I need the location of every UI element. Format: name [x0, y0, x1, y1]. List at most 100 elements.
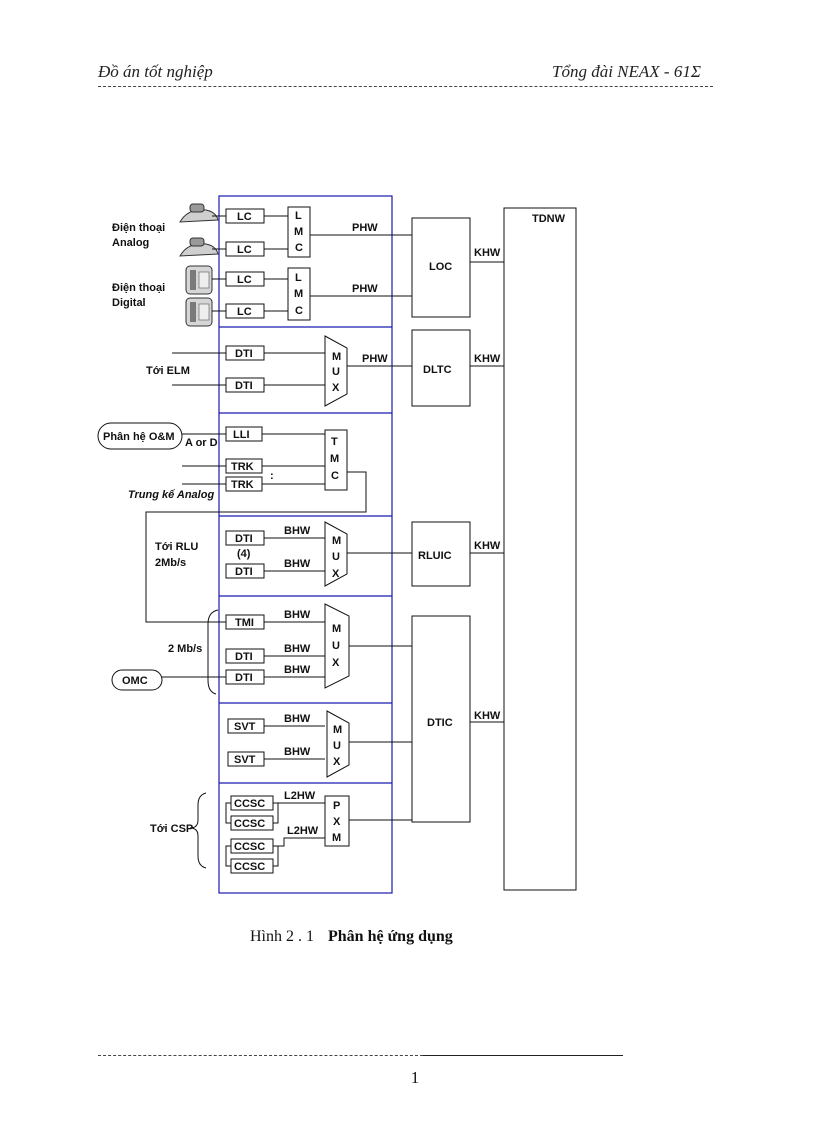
- om-subsystem-label: Phân hệ O&M: [103, 431, 175, 443]
- lc-label-1: LC: [237, 211, 252, 223]
- mux-elm-letter-2: U: [332, 366, 340, 378]
- pxm-letter-1: P: [333, 800, 340, 812]
- four-label: (4): [237, 548, 251, 560]
- bhw-label-svt-1: BHW: [284, 713, 311, 725]
- mux-dtic: [324, 603, 350, 689]
- dti-units-elm: [225, 345, 265, 393]
- mux-rlu-letter-2: U: [332, 551, 340, 563]
- lmc-blocks: [287, 206, 311, 321]
- dti-label-dtic-1: DTI: [235, 651, 253, 663]
- analog-trunk-label: Trung kế Analog: [128, 489, 214, 501]
- lli-trk-units: [225, 426, 263, 492]
- tmc-block: [324, 429, 348, 491]
- lc-label-4: LC: [237, 306, 252, 318]
- lc-units: [225, 208, 265, 319]
- brace-csp-top: [189, 792, 207, 829]
- figure-caption: Hình 2 . 1 Phân hệ ứng dụng: [250, 928, 453, 946]
- khw-label-dltc: KHW: [474, 353, 501, 365]
- trk-label-1: TRK: [231, 461, 254, 473]
- rluic-block: RLUIC: [411, 521, 471, 587]
- dti-label-elm-1: DTI: [235, 348, 253, 360]
- om-subsystem-box: Phân hệ O&M: [97, 422, 183, 450]
- mux-dtic-letter-1: M: [332, 623, 341, 635]
- bhw-label-rlu-2: BHW: [284, 558, 311, 570]
- to-rlu-label-line2: 2Mb/s: [155, 557, 186, 569]
- mux-rlu-letter-1: M: [332, 535, 341, 547]
- mux-svt-letter-2: U: [333, 740, 341, 752]
- svt-label-2: SVT: [234, 754, 256, 766]
- ccsc-label-3: CCSC: [234, 841, 265, 853]
- lmc1-letter-3: C: [295, 242, 303, 254]
- lmc1-letter-1: L: [295, 210, 302, 222]
- page-number: 1: [410, 1068, 420, 1087]
- analog-phone-label-line2: Analog: [112, 237, 149, 249]
- digital-phone-icon-1: [185, 265, 213, 295]
- bhw-label-svt-2: BHW: [284, 746, 311, 758]
- ccsc-units: [230, 795, 274, 874]
- khw-label-loc: KHW: [474, 247, 501, 259]
- to-csp-label: Tới CSP: [150, 823, 193, 835]
- lmc2-letter-2: M: [294, 288, 303, 300]
- svt-units: [227, 718, 265, 767]
- mux-dtic-letter-3: X: [332, 657, 340, 669]
- elm-lines: [172, 352, 412, 386]
- analog-phone-icon-2: [179, 237, 219, 257]
- footer-rule-dashed: [98, 1055, 423, 1056]
- svt-lines: [264, 725, 412, 760]
- dtic-block: DTIC: [411, 615, 471, 823]
- digital-phone-label-line2: Digital: [112, 297, 146, 309]
- tmi-label: TMI: [235, 617, 254, 629]
- trunk-lines: [145, 433, 367, 623]
- trk-label-2: TRK: [231, 479, 254, 491]
- figure-number: Hình 2 . 1: [250, 928, 314, 945]
- tmc-letter-3: C: [331, 470, 339, 482]
- footer-rule-solid: [423, 1055, 623, 1056]
- lmc1-letter-2: M: [294, 226, 303, 238]
- bhw-label-tmi: BHW: [284, 609, 311, 621]
- lc-label-3: LC: [237, 274, 252, 286]
- brace-csp-bottom: [189, 827, 207, 869]
- bhw-label-rlu-1: BHW: [284, 525, 311, 537]
- analog-phone-label-line1: Điện thoại: [112, 222, 165, 234]
- khw-label-rluic: KHW: [474, 540, 501, 552]
- to-elm-label: Tới ELM: [146, 365, 190, 377]
- omc-label: OMC: [122, 675, 148, 687]
- mux-dtic-letter-2: U: [332, 640, 340, 652]
- mux-svt: [326, 710, 350, 778]
- a-or-d-label: A or D: [185, 437, 218, 449]
- tmc-letter-1: T: [331, 436, 338, 448]
- phw-label-dltc: PHW: [362, 353, 388, 365]
- l2hw-label-2: L2HW: [287, 825, 319, 837]
- tmi-dti-units: [225, 614, 265, 685]
- dti-label-rlu-2: DTI: [235, 566, 253, 578]
- dtic-label: DTIC: [427, 717, 453, 729]
- header-rule: [98, 86, 713, 87]
- phw-label-1: PHW: [352, 222, 378, 234]
- dtic-input-lines: [162, 621, 412, 678]
- lli-label: LLI: [233, 429, 250, 441]
- mux-rlu-letter-3: X: [332, 568, 340, 580]
- to-rlu-label-line1: Tới RLU: [155, 541, 198, 553]
- lmc2-letter-1: L: [295, 272, 302, 284]
- dltc-label: DLTC: [423, 364, 452, 376]
- pxm-letter-2: X: [333, 816, 341, 828]
- khw-links: [470, 261, 504, 723]
- phw-lines-loc: [310, 234, 412, 297]
- pxm-block: [324, 795, 350, 847]
- dti-label-rlu-1: DTI: [235, 533, 253, 545]
- header-right-title: Tổng đài NEAX - 61Σ: [552, 62, 701, 81]
- figure-title: Phân hệ ứng dụng: [328, 928, 453, 945]
- phone-to-lc-lines: [212, 215, 288, 312]
- colon-label: :: [270, 470, 274, 482]
- rate-2mbs-label: 2 Mb/s: [168, 643, 202, 655]
- ccsc-label-4: CCSC: [234, 861, 265, 873]
- rluic-label: RLUIC: [418, 550, 452, 562]
- ccsc-label-1: CCSC: [234, 798, 265, 810]
- ccsc-label-2: CCSC: [234, 818, 265, 830]
- header-left-title: Đồ án tốt nghiệp: [98, 62, 213, 81]
- rlu-lines: [264, 537, 412, 572]
- pxm-letter-3: M: [332, 832, 341, 844]
- tdnw-label: TDNW: [532, 213, 566, 225]
